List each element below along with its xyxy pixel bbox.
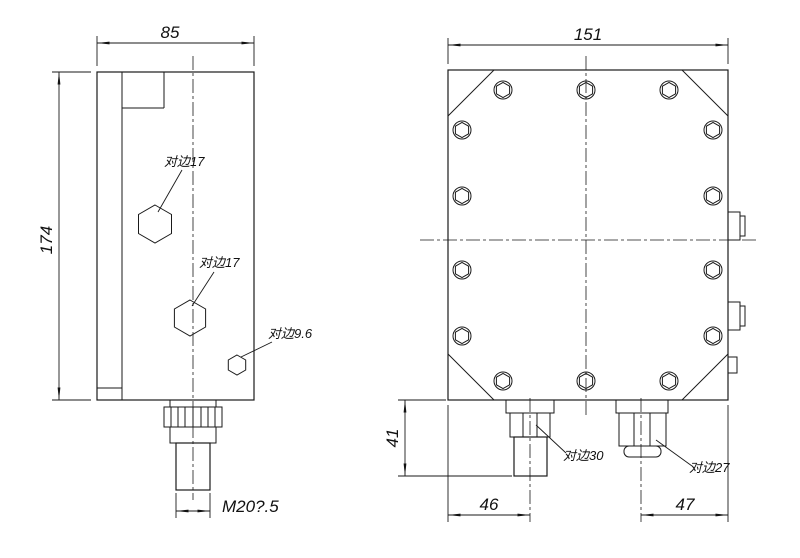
left-view-body: [96, 71, 255, 401]
connector-left-callout: 对边30: [535, 424, 604, 463]
hex-small-label: 对边9.6: [268, 326, 313, 341]
connector-right-label: 对边27: [689, 460, 730, 475]
connector-right-callout: 对边27: [655, 439, 730, 475]
hex-small: [227, 354, 247, 376]
hex-upper-callout: 对边17: [157, 154, 205, 213]
right-view-body: [447, 69, 729, 401]
left-view: 对边17 对边17 对边9.6 85: [37, 23, 313, 518]
hex-upper-label: 对边17: [164, 154, 205, 169]
hex-lower-label: 对边17: [199, 255, 240, 270]
dim-left-width: 85: [96, 23, 255, 66]
dim-left-offset-text: 46: [480, 495, 499, 514]
dim-right-width: 151: [447, 25, 729, 64]
dim-left-width-text: 85: [161, 23, 180, 42]
connector-left-label: 对边30: [563, 448, 604, 463]
dim-left-height: 174: [37, 71, 91, 401]
dim-connector-height-text: 41: [383, 429, 402, 448]
dim-right-width-text: 151: [574, 25, 602, 44]
hex-lower-callout: 对边17: [191, 255, 240, 307]
dim-left-height-text: 174: [37, 226, 56, 254]
dim-thread-text: M20?.5: [222, 497, 279, 516]
right-view-connector-left: [505, 398, 555, 522]
hex-lower: [173, 299, 207, 337]
dim-right-offset: 47: [641, 405, 729, 522]
hex-small-callout: 对边9.6: [240, 326, 313, 358]
right-view: 对边30 对边27 151 41 46: [383, 25, 757, 522]
bolt-pattern: [452, 80, 723, 391]
left-view-connector: [163, 399, 223, 491]
right-view-connector-right: [615, 398, 669, 522]
dim-connector-height: 41: [383, 399, 512, 477]
hex-upper: [138, 204, 172, 244]
dim-thread: M20?.5: [175, 493, 279, 518]
side-fittings: [727, 211, 746, 374]
dim-left-offset: 46: [447, 405, 530, 522]
dim-right-offset-text: 47: [676, 495, 695, 514]
